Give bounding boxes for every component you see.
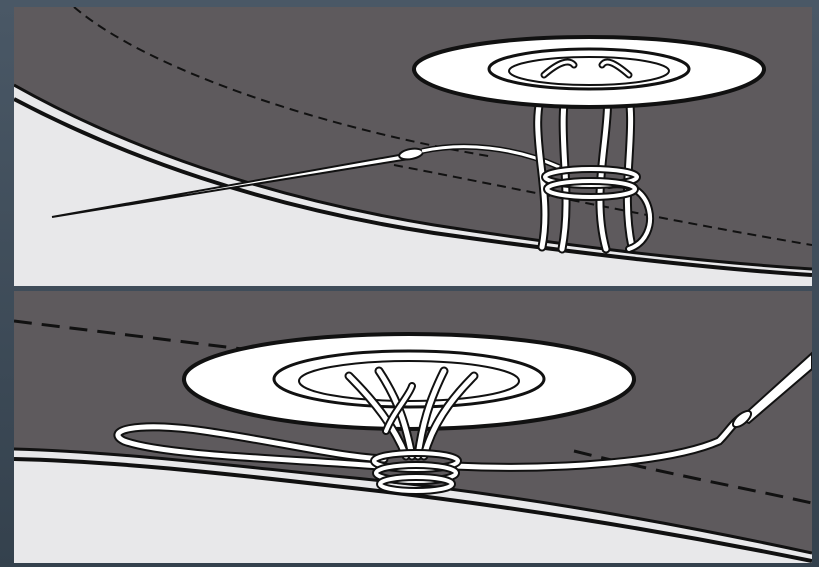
illustration-panel-bottom	[14, 291, 812, 563]
button-sewing-step-2	[14, 291, 812, 563]
illustration-panel-top	[14, 7, 812, 286]
button-sewing-step-1	[14, 7, 812, 286]
